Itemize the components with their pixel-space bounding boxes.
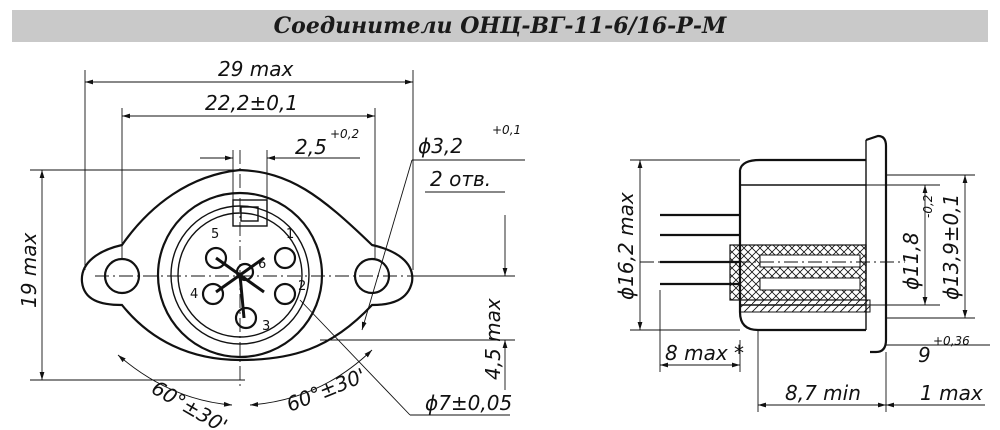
dim-gap-tol: +0,36 (933, 334, 970, 348)
dim-pitch-circle: ϕ7±0,05 (425, 391, 512, 415)
dim-key-width-tol: +0,2 (330, 127, 359, 141)
pin-label-3: 3 (262, 319, 270, 334)
dim-hole-spacing: 22,2±0,1 (205, 91, 298, 115)
dim-mount-depth: 8,7 min (785, 381, 861, 405)
pin-5 (204, 246, 228, 270)
key-slot (232, 199, 268, 227)
dim-offset: 4,5 max (481, 298, 505, 380)
dim-body-diameter: ϕ16,2 max (614, 192, 638, 300)
insulator-section (729, 244, 867, 301)
pin-label-2: 2 (298, 279, 306, 294)
dim-flange-thickness: 1 max (920, 381, 983, 405)
dim-inner-diameter-tol: -0,2 (921, 195, 935, 218)
pin-6 (235, 262, 255, 282)
page-title: Соединители ОНЦ-ВГ-11-6/16-Р-М (273, 13, 727, 39)
title-bar: Соединители ОНЦ-ВГ-11-6/16-Р-М (12, 10, 988, 42)
dim-hole-count: 2 отв. (430, 167, 491, 191)
dim-hole-diameter: ϕ3,2 (418, 134, 463, 158)
side-view: ϕ16,2 max ϕ11,8 -0,2 ϕ13,9±0,1 8 max * 9… (614, 134, 990, 412)
pin-1 (273, 246, 297, 270)
dim-gap: 9 (918, 343, 931, 367)
dim-inner-diameter: ϕ11,8 (899, 232, 923, 290)
pin-label-1: 1 (286, 227, 294, 242)
key (240, 206, 259, 222)
pin-3 (234, 306, 258, 330)
dim-flange-diameter: ϕ13,9±0,1 (939, 194, 963, 300)
dim-overall-height: 19 max (17, 232, 41, 308)
dim-pin-length: 8 max * (665, 341, 744, 365)
pin-label-4: 4 (190, 287, 198, 302)
dim-angle-left: 60°±30' (148, 376, 232, 430)
shell-section (739, 299, 871, 313)
pin-label-6: 6 (258, 257, 266, 272)
flange-outline (80, 168, 414, 362)
dim-angle-right: 60°±30' (283, 363, 369, 416)
dim-hole-diameter-tol: +0,1 (492, 123, 521, 137)
front-view: 5 1 4 2 3 6 29 max 22,2±0,1 2,5 +0,2 (17, 57, 525, 430)
pin-label-5: 5 (211, 227, 219, 242)
dim-key-width: 2,5 (295, 135, 327, 159)
side-flange (865, 134, 888, 354)
pin-2 (273, 282, 297, 306)
pin-4 (201, 282, 225, 306)
dim-overall-width: 29 max (218, 57, 294, 81)
